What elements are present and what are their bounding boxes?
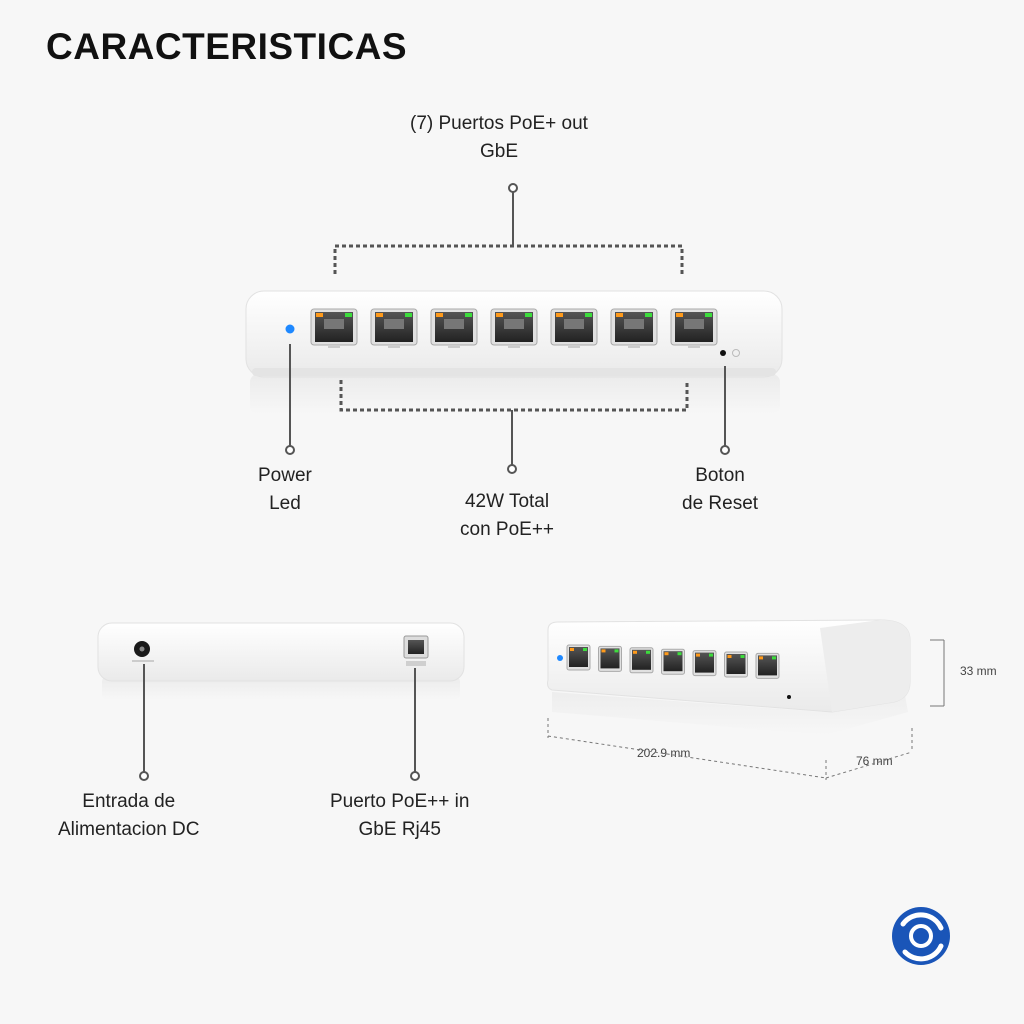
rj45-port-icon [724,651,748,678]
rj45-port-icon [566,644,591,671]
callout-line-2: Led [269,493,301,514]
poe-out-ports [310,308,718,348]
callout-line-1: (7) Puertos PoE+ out [410,113,588,134]
page-title: CARACTERISTICAS [46,26,408,67]
callout-dc-input: Entrada de Alimentacion DC [58,788,200,844]
callout-line-1: Puerto PoE++ in [330,791,470,812]
rj45-port-icon [670,308,718,348]
rj45-port-icon [629,647,654,674]
callout-line-1: Entrada de [82,791,176,812]
power-led-icon [285,324,295,334]
callout-line-2: con PoE++ [460,519,555,540]
rear-leader-lines [139,664,420,781]
callout-line-1: Power [258,465,312,486]
rj45-port-icon [661,648,685,675]
switch-angled-view [547,619,911,735]
rj45-port-icon [755,652,780,679]
callout-line-2: Alimentacion DC [58,819,200,840]
callout-poe-out-ports: (7) Puertos PoE+ out GbE [410,110,588,166]
switch-front-view [245,290,783,414]
callout-line-1: 42W Total [464,491,550,512]
switch-rear-view [97,622,465,700]
rj45-port-icon [490,308,538,348]
callout-line-2: GbE [479,141,518,162]
callout-line-1: Boton [695,465,745,486]
callout-total-power: 42W Total con PoE++ [460,488,554,544]
angled-ports [566,644,780,679]
dimension-depth: 76 mm [856,754,893,768]
dimension-height: 33 mm [960,664,997,678]
reset-button-icon [720,350,726,356]
rj45-port-icon [610,308,658,348]
callout-line-2: de Reset [682,493,759,514]
rj45-port-icon [430,308,478,348]
rj45-port-icon [692,650,717,677]
rj45-port-icon [370,308,418,348]
rj45-port-icon [550,308,598,348]
callout-reset-button: Boton de Reset [682,462,758,518]
angled-power-led-icon [557,655,563,661]
callout-power-led: Power Led [258,462,312,518]
rj45-port-icon [310,308,358,348]
bracket-lines [333,244,689,412]
callout-line-2: GbE Rj45 [358,819,441,840]
dimension-lines [547,639,945,780]
leader-lines [285,183,730,474]
poe-in-port-icon [403,635,429,666]
callout-poe-in-port: Puerto PoE++ in GbE Rj45 [330,788,469,844]
brand-logo-icon [892,907,950,965]
reset-symbol-icon [732,349,740,357]
rj45-port-icon [598,645,622,672]
